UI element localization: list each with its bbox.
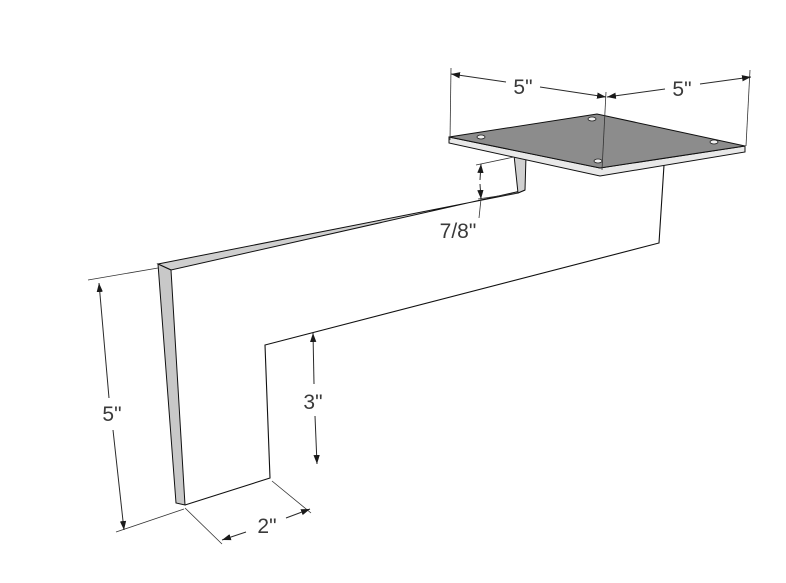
screw-hole-icon — [593, 158, 603, 164]
bracket-bar — [156, 154, 665, 506]
dimension-drop: 7/8" — [440, 156, 519, 243]
dimension-label-plate-depth: 5" — [672, 78, 691, 101]
plate-top-face — [448, 113, 746, 169]
dimension-label-leg-height: 5" — [102, 403, 121, 426]
dimension-inner-height: 3" — [303, 332, 323, 465]
bar-riser-edge — [513, 154, 527, 194]
mounting-plate — [448, 113, 746, 177]
screw-hole-icon — [709, 139, 719, 145]
screw-hole-icon — [476, 134, 486, 140]
dimension-leg-height: 5" — [87, 267, 185, 533]
dimension-label-drop: 7/8" — [440, 220, 477, 243]
dimension-foot-width: 2" — [184, 480, 312, 545]
screw-hole-icon — [587, 116, 597, 122]
dimension-plate-depth: 5" — [606, 69, 752, 147]
dimension-label-inner-height: 3" — [303, 391, 322, 414]
dimension-plate-width: 5" — [449, 67, 607, 171]
dimension-label-foot-width: 2" — [257, 515, 276, 538]
dimension-label-plate-width: 5" — [513, 76, 532, 99]
bar-left-leg-edge — [157, 263, 186, 506]
bar-back-outline — [184, 164, 665, 506]
